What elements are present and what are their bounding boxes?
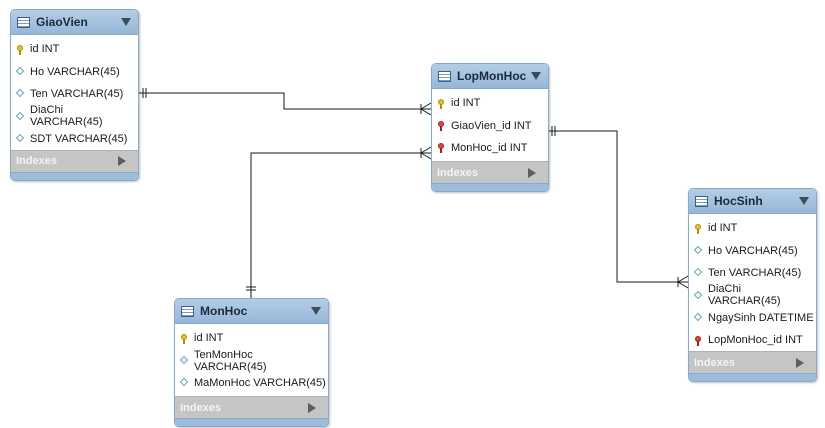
relationship-monhoc-lopmonhoc [250, 152, 431, 298]
column-row[interactable]: id INT [175, 327, 328, 349]
column-diamond-icon [694, 313, 703, 322]
expand-arrow-icon[interactable] [118, 156, 131, 167]
column-row[interactable]: Ten VARCHAR(45) [11, 83, 138, 105]
collapse-triangle-icon[interactable] [799, 197, 809, 205]
column-label: id INT [194, 332, 224, 345]
column-row[interactable]: MonHoc_id INT [432, 137, 548, 159]
column-row[interactable]: Ho VARCHAR(45) [11, 60, 138, 82]
column-label: LopMonHoc_id INT [708, 334, 803, 347]
column-diamond-icon [180, 378, 189, 387]
table-title: HocSinh [714, 194, 763, 208]
primary-key-icon [437, 98, 446, 109]
collapse-triangle-icon[interactable] [311, 307, 321, 315]
collapse-triangle-icon[interactable] [531, 72, 541, 80]
column-row[interactable]: DiaChi VARCHAR(45) [689, 283, 816, 308]
column-label: TenMonHoc VARCHAR(45) [194, 348, 267, 373]
table-icon [438, 70, 451, 82]
table-hocsinh[interactable]: HocSinh id INT Ho VARCHAR(45) Ten VARCHA… [688, 188, 817, 383]
table-footer [11, 171, 138, 180]
table-header[interactable]: MonHoc [175, 299, 328, 324]
column-row[interactable]: Ho VARCHAR(45) [689, 239, 816, 261]
indexes-section[interactable]: Indexes [175, 396, 328, 419]
table-monhoc[interactable]: MonHoc id INT TenMonHoc VARCHAR(45) MaMo… [174, 298, 329, 428]
indexes-label: Indexes [694, 356, 735, 369]
column-row[interactable]: id INT [689, 217, 816, 239]
column-label: NgaySinh DATETIME [708, 311, 814, 324]
column-row[interactable]: DiaChi VARCHAR(45) [11, 104, 138, 129]
column-row[interactable]: TenMonHoc VARCHAR(45) [175, 348, 328, 373]
column-label: id INT [451, 97, 481, 110]
expand-arrow-icon[interactable] [528, 167, 541, 178]
column-label: Ten VARCHAR(45) [30, 87, 124, 100]
indexes-label: Indexes [16, 155, 57, 168]
primary-key-icon [16, 44, 25, 55]
table-footer [432, 183, 548, 192]
column-row[interactable]: NgaySinh DATETIME [689, 307, 816, 329]
table-title: GiaoVien [36, 15, 88, 29]
table-header[interactable]: HocSinh [689, 189, 816, 214]
indexes-section[interactable]: Indexes [689, 351, 816, 374]
relationship-lopmonhoc-hocsinh [547, 130, 688, 283]
indexes-section[interactable]: Indexes [11, 149, 138, 172]
table-footer [175, 418, 328, 427]
column-row[interactable]: SDT VARCHAR(45) [11, 128, 138, 150]
table-icon [181, 305, 194, 317]
column-label: id INT [708, 222, 738, 235]
column-label: Ho VARCHAR(45) [708, 244, 798, 257]
primary-key-icon [180, 333, 189, 344]
table-title: MonHoc [200, 304, 248, 318]
expand-arrow-icon[interactable] [796, 357, 809, 368]
column-label: MonHoc_id INT [451, 141, 528, 154]
column-label: DiaChi VARCHAR(45) [30, 104, 103, 129]
column-row[interactable]: GiaoVien_id INT [432, 114, 548, 136]
column-label: Ten VARCHAR(45) [708, 266, 802, 279]
relationship-giaovien-lopmonhoc [137, 92, 431, 110]
column-diamond-icon [16, 112, 25, 121]
indexes-label: Indexes [437, 166, 478, 179]
table-footer [689, 373, 816, 382]
table-header[interactable]: GiaoVien [11, 10, 138, 35]
foreign-key-icon [437, 143, 446, 154]
foreign-key-icon [694, 335, 703, 346]
column-diamond-icon [694, 268, 703, 277]
column-diamond-icon [180, 356, 189, 365]
column-row[interactable]: id INT [11, 38, 138, 60]
column-label: id INT [30, 43, 60, 56]
table-lopmonhoc[interactable]: LopMonHoc id INT GiaoVien_id INT MonHoc_… [431, 63, 549, 193]
column-label: DiaChi VARCHAR(45) [708, 283, 781, 308]
primary-key-icon [694, 223, 703, 234]
indexes-label: Indexes [180, 401, 221, 414]
column-diamond-icon [694, 291, 703, 300]
column-diamond-icon [694, 246, 703, 255]
column-row[interactable]: Ten VARCHAR(45) [689, 262, 816, 284]
table-icon [695, 195, 708, 207]
table-giaovien[interactable]: GiaoVien id INT Ho VARCHAR(45) Ten VARCH… [10, 9, 139, 181]
column-diamond-icon [16, 67, 25, 76]
column-label: MaMonHoc VARCHAR(45) [194, 376, 326, 389]
column-diamond-icon [16, 134, 25, 143]
table-icon [17, 16, 30, 28]
column-label: SDT VARCHAR(45) [30, 132, 128, 145]
column-row[interactable]: LopMonHoc_id INT [689, 329, 816, 351]
table-header[interactable]: LopMonHoc [432, 64, 548, 89]
collapse-triangle-icon[interactable] [121, 18, 131, 26]
column-row[interactable]: id INT [432, 92, 548, 114]
table-title: LopMonHoc [457, 69, 527, 83]
column-label: GiaoVien_id INT [451, 119, 532, 132]
expand-arrow-icon[interactable] [308, 402, 321, 413]
column-row[interactable]: MaMonHoc VARCHAR(45) [175, 372, 328, 394]
column-diamond-icon [16, 89, 25, 98]
column-label: Ho VARCHAR(45) [30, 65, 120, 78]
indexes-section[interactable]: Indexes [432, 161, 548, 184]
foreign-key-icon [437, 121, 446, 132]
